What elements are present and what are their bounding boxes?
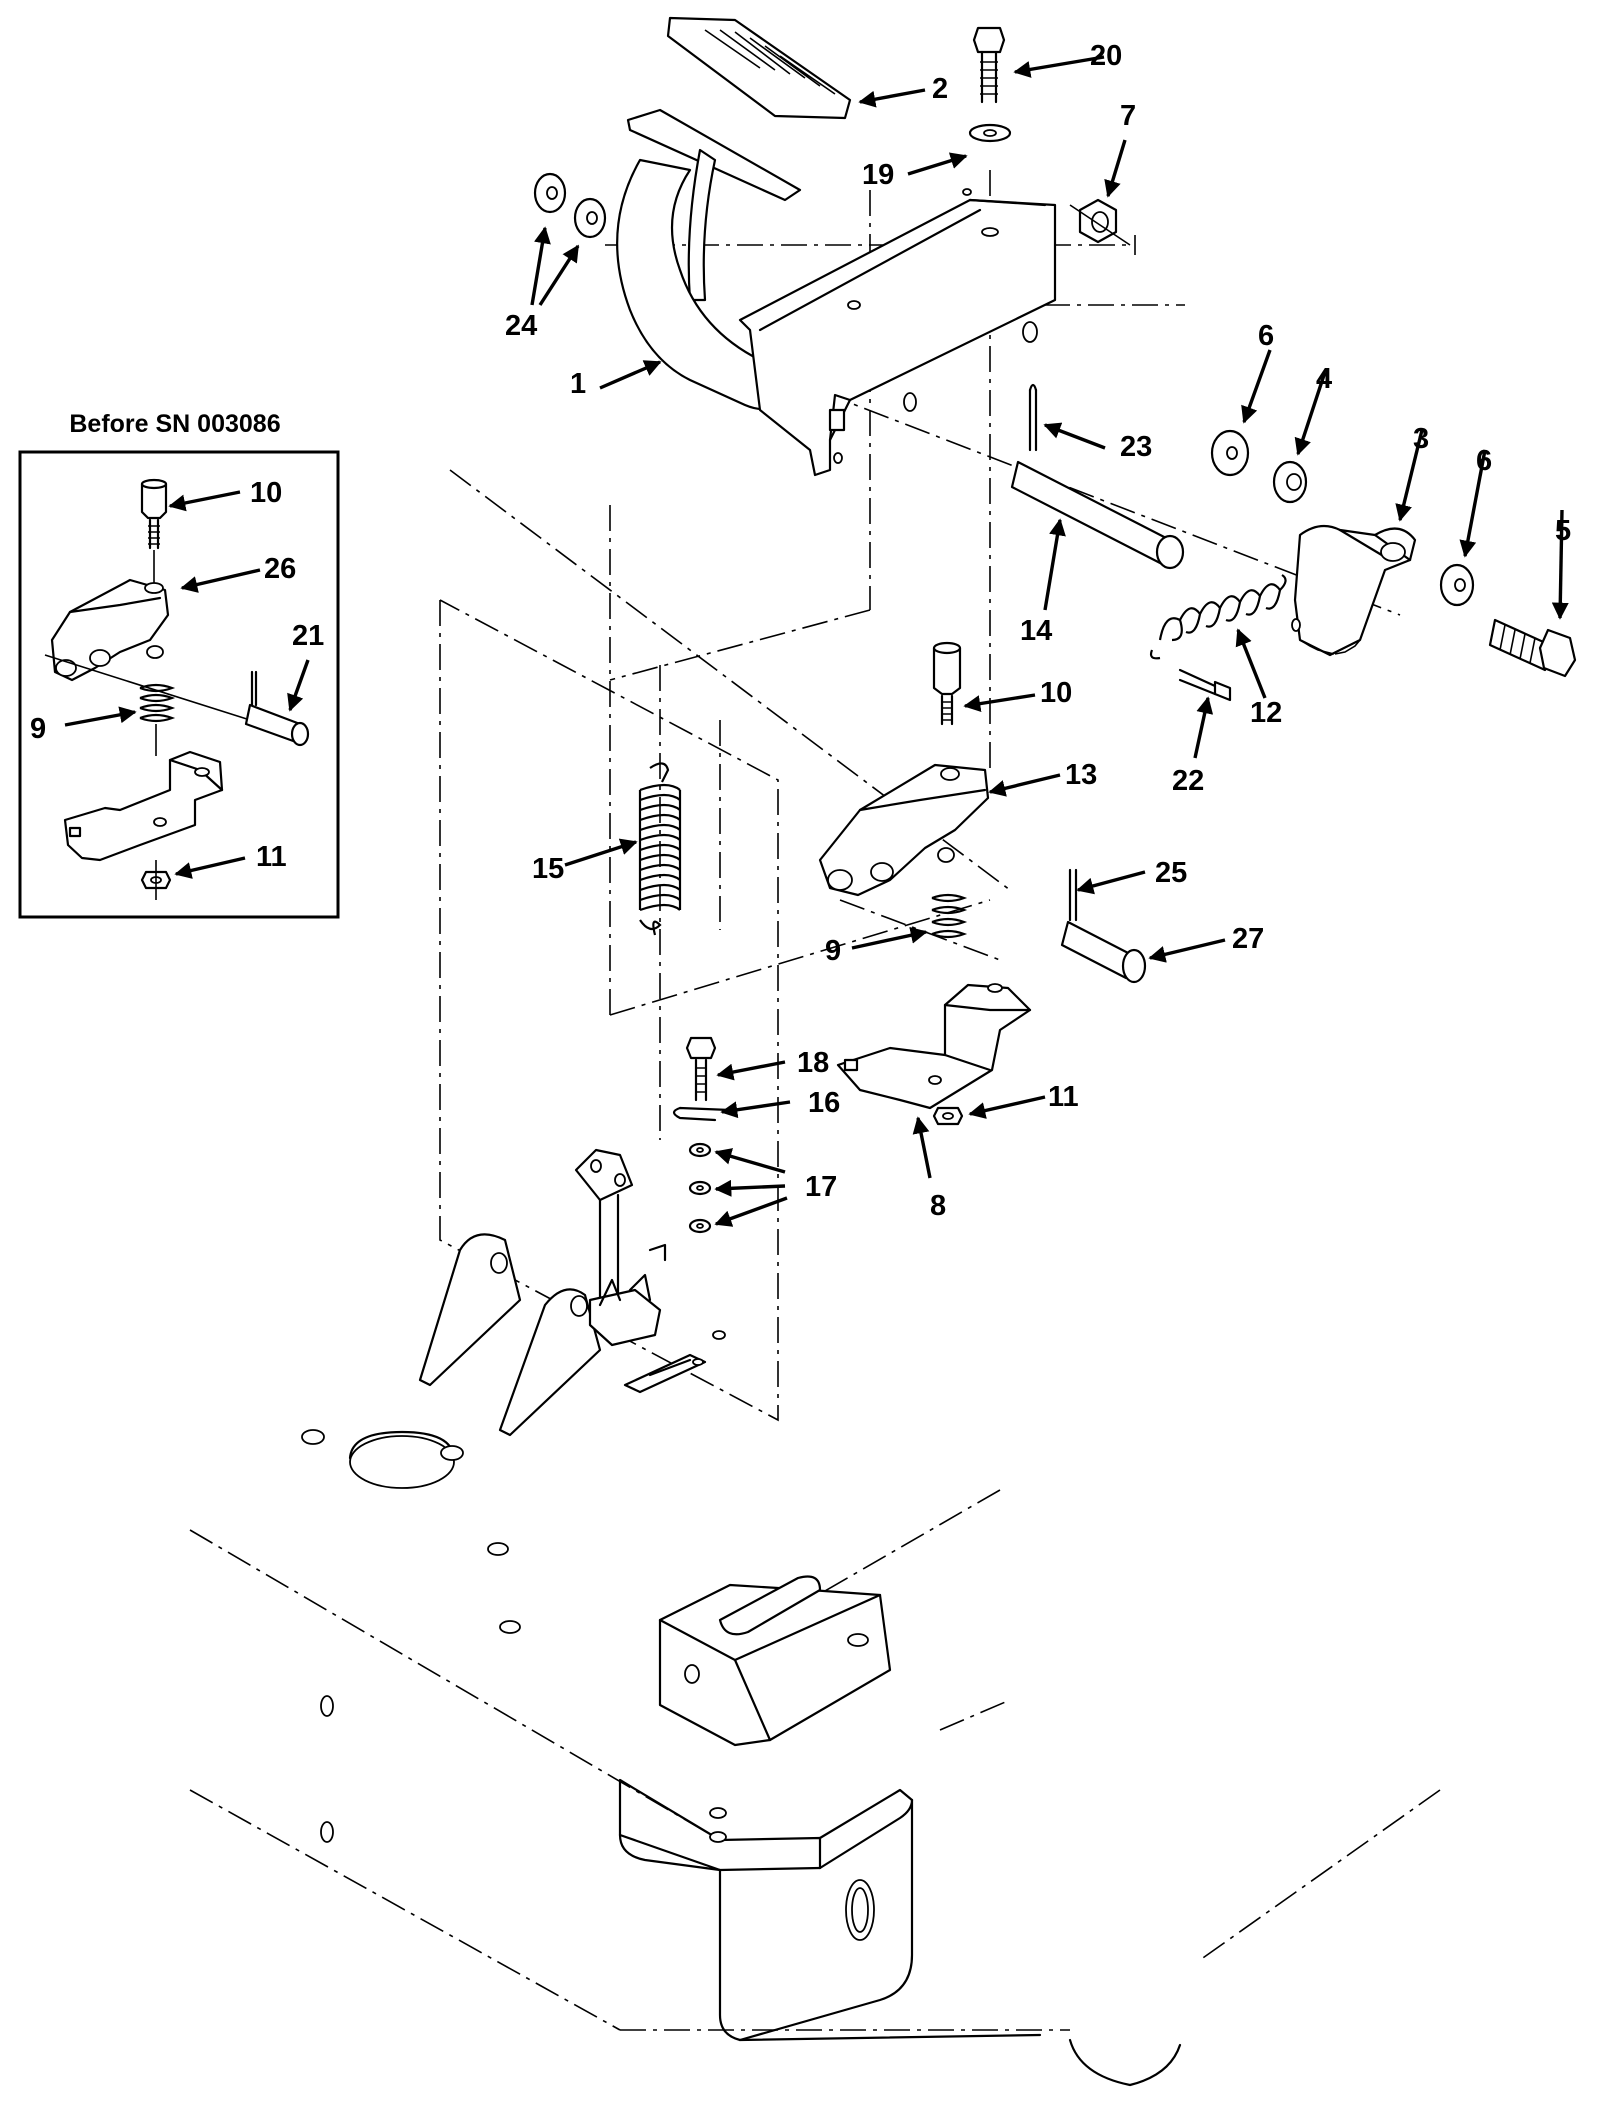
callout-24: 24 <box>505 310 537 342</box>
callout-10: 10 <box>1040 677 1072 709</box>
callout-19: 19 <box>862 159 894 191</box>
linkage-group <box>818 641 1147 1126</box>
inset-frame <box>18 450 340 919</box>
callout-20: 20 <box>1090 40 1122 72</box>
inset-bracket <box>44 578 251 721</box>
lower-hardware <box>672 1036 732 1234</box>
callout-16: 16 <box>808 1087 840 1119</box>
callout-5: 5 <box>1555 515 1571 547</box>
callout-12: 12 <box>1250 697 1282 729</box>
leader-arrows <box>64 55 1569 1227</box>
inset-title: Before SN 003086 <box>69 410 280 438</box>
callout-8: 8 <box>930 1190 946 1222</box>
inset-callout-10: 10 <box>250 477 282 509</box>
inset-pin <box>244 670 310 747</box>
pedal-assembly <box>533 16 1057 477</box>
callout-9: 9 <box>825 935 841 967</box>
inset-screw <box>140 478 168 585</box>
callout-6-right: 6 <box>1476 445 1492 477</box>
callout-11: 11 <box>1048 1081 1079 1113</box>
inset-callout-21: 21 <box>292 620 324 652</box>
pedal-base-mount <box>418 1148 726 1437</box>
callout-4: 4 <box>1316 363 1332 395</box>
inset-callout-26: 26 <box>264 553 296 585</box>
callout-23: 23 <box>1120 431 1152 463</box>
inset-callout-9: 9 <box>30 713 46 745</box>
spring-15 <box>638 762 682 936</box>
pivot-pin-group <box>1010 383 1185 570</box>
spring-12-group <box>1149 574 1287 702</box>
callout-7: 7 <box>1120 100 1136 132</box>
callout-2: 2 <box>932 73 948 105</box>
callout-1: 1 <box>570 368 586 400</box>
frame-base <box>301 1429 1182 2087</box>
inset-callout-11: 11 <box>256 841 287 873</box>
callout-13: 13 <box>1065 759 1097 791</box>
callout-labels: 10 26 21 9 11 1 2 3 4 5 6 6 7 8 9 10 11 … <box>30 40 1571 1222</box>
callout-3: 3 <box>1413 423 1429 455</box>
top-hardware <box>968 26 1131 246</box>
callout-22: 22 <box>1172 765 1204 797</box>
callout-25: 25 <box>1155 857 1187 889</box>
callout-18: 18 <box>797 1047 829 1079</box>
right-stack <box>1210 429 1577 678</box>
inset-before-sn: Before SN 003086 <box>18 410 340 919</box>
inset-lower-bracket <box>63 750 224 862</box>
inset-nut <box>140 860 172 900</box>
callout-27: 27 <box>1232 923 1264 955</box>
callout-15: 15 <box>532 853 564 885</box>
inset-spring <box>139 683 176 756</box>
callout-14: 14 <box>1020 615 1052 647</box>
callout-6-left: 6 <box>1258 320 1274 352</box>
callout-17: 17 <box>805 1171 837 1203</box>
